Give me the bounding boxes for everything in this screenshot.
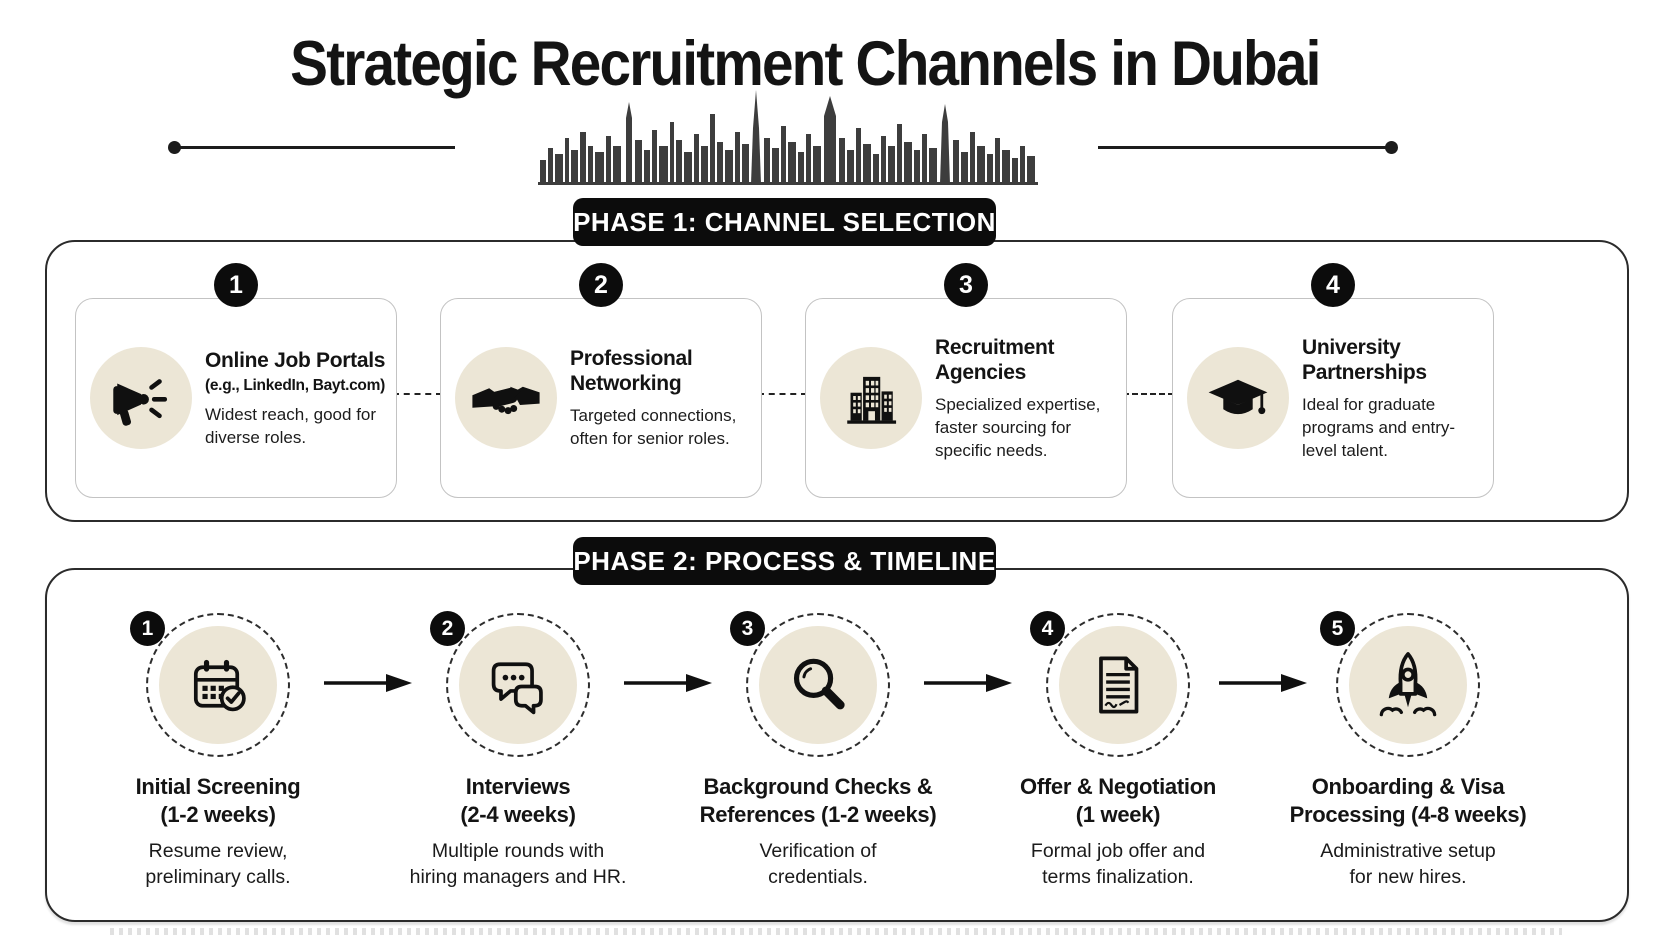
chat-bubbles-icon bbox=[459, 626, 577, 744]
phase1-banner: PHASE 1: CHANNEL SELECTION bbox=[573, 198, 996, 246]
divider-dot bbox=[1385, 141, 1398, 154]
arrow-right-icon bbox=[924, 674, 1012, 692]
step-title: Interviews(2-4 weeks) bbox=[460, 774, 576, 827]
channel-card-university-partnerships: 4 University Partnerships Ideal for grad… bbox=[1172, 263, 1494, 498]
step-number-badge: 5 bbox=[1320, 611, 1355, 646]
channel-title: Online Job Portals bbox=[205, 348, 386, 372]
right-divider-line bbox=[1098, 141, 1398, 154]
calendar-check-icon bbox=[159, 626, 277, 744]
process-step-interviews: 2 Interviews(2-4 weeks) Multiple rounds … bbox=[378, 611, 658, 890]
handshake-icon bbox=[455, 347, 557, 449]
divider-dot bbox=[168, 141, 181, 154]
step-number-badge: 3 bbox=[944, 263, 988, 307]
contract-signature-icon bbox=[1059, 626, 1177, 744]
step-number-badge: 4 bbox=[1311, 263, 1355, 307]
magnifier-icon bbox=[759, 626, 877, 744]
arrow-right-icon bbox=[624, 674, 712, 692]
bottom-edge-texture bbox=[110, 928, 1562, 935]
channel-card-recruitment-agencies: 3 bbox=[805, 263, 1127, 498]
arrow-right-icon bbox=[324, 674, 412, 692]
step-title: Initial Screening(1-2 weeks) bbox=[135, 774, 301, 827]
dashed-connector bbox=[1123, 393, 1174, 395]
page-title: Strategic Recruitment Channels in Dubai bbox=[290, 29, 1321, 99]
office-buildings-icon bbox=[820, 347, 922, 449]
megaphone-icon bbox=[90, 347, 192, 449]
channel-description: Ideal for graduate programs and entry-le… bbox=[1302, 394, 1456, 460]
process-step-initial-screening: 1 Initial Screening(1-2 weeks) Resume re… bbox=[78, 611, 358, 890]
channel-card-online-job-portals: 1 Online Job Portals (e.g., LinkedIn, Ba… bbox=[75, 263, 397, 498]
channel-card-professional-networking: 2 Professional Networking Targeted conne… bbox=[440, 263, 762, 498]
rocket-launch-icon bbox=[1349, 626, 1467, 744]
channel-description: Widest reach, good for diverse roles. bbox=[205, 404, 377, 447]
step-circle bbox=[1046, 613, 1190, 757]
step-number-badge: 3 bbox=[730, 611, 765, 646]
step-title: Offer & Negotiation(1 week) bbox=[1020, 774, 1216, 827]
channel-description: Targeted connections, often for senior r… bbox=[570, 406, 737, 448]
channel-title: Recruitment Agencies bbox=[935, 335, 1055, 384]
process-step-offer-negotiation: 4 Offer & Negotiation(1 week) Formal job… bbox=[978, 611, 1258, 890]
left-divider-line bbox=[168, 141, 455, 154]
graduation-cap-icon bbox=[1187, 347, 1289, 449]
channel-title: University Partnerships bbox=[1302, 335, 1427, 384]
step-title: Background Checks &References (1-2 weeks… bbox=[699, 774, 937, 827]
arrow-right-icon bbox=[1219, 674, 1307, 692]
dubai-skyline-icon bbox=[538, 90, 1038, 185]
step-number-badge: 2 bbox=[430, 611, 465, 646]
step-circle bbox=[1336, 613, 1480, 757]
phase2-banner: PHASE 2: PROCESS & TIMELINE bbox=[573, 537, 996, 585]
step-number-badge: 4 bbox=[1030, 611, 1065, 646]
step-circle bbox=[146, 613, 290, 757]
step-number-badge: 1 bbox=[214, 263, 258, 307]
dashed-connector bbox=[758, 393, 807, 395]
dashed-connector bbox=[393, 393, 442, 395]
step-description: Resume review,preliminary calls. bbox=[145, 840, 291, 888]
channel-description: Specialized expertise, faster sourcing f… bbox=[935, 394, 1101, 460]
step-circle bbox=[746, 613, 890, 757]
process-step-background-checks: 3 Background Checks &References (1-2 wee… bbox=[678, 611, 958, 890]
step-circle bbox=[446, 613, 590, 757]
step-number-badge: 2 bbox=[579, 263, 623, 307]
step-number-badge: 1 bbox=[130, 611, 165, 646]
channel-title: Professional Networking bbox=[570, 347, 693, 395]
channel-subtitle: (e.g., LinkedIn, Bayt.com) bbox=[205, 376, 385, 394]
